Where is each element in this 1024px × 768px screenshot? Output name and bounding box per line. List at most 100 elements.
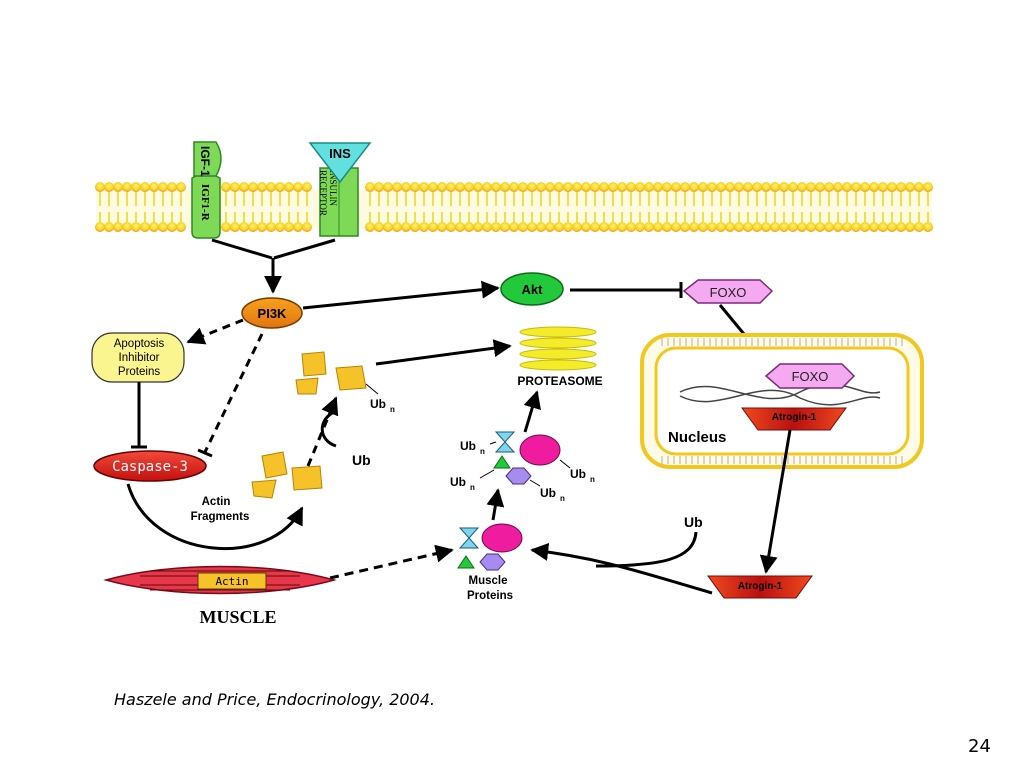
muscle-proteins-up-arrow	[486, 488, 505, 521]
lipid-head	[518, 222, 528, 232]
lipid-head	[500, 222, 510, 232]
lipid-head	[617, 182, 627, 192]
lipid-head	[275, 222, 285, 232]
lipid-head	[869, 222, 879, 232]
lipid-head	[644, 222, 654, 232]
lipid-head	[572, 222, 582, 232]
lipid-head	[896, 222, 906, 232]
lipid-head	[896, 182, 906, 192]
lipid-head	[716, 222, 726, 232]
lipid-head	[428, 182, 438, 192]
lipid-head	[410, 222, 420, 232]
lipid-head	[275, 182, 285, 192]
lipid-head	[608, 182, 618, 192]
ins-ligand: INS	[308, 142, 372, 184]
lipid-head	[761, 222, 771, 232]
lipid-head	[455, 222, 465, 232]
lipid-head	[437, 182, 447, 192]
ub-right-label: Ub	[684, 514, 703, 530]
proteasome: PROTEASOME	[517, 326, 603, 388]
foxo-cytoplasm-node: FOXO	[682, 279, 774, 304]
lipid-head	[293, 222, 303, 232]
ubn-a-label: Ub	[370, 397, 386, 411]
lipid-head	[725, 222, 735, 232]
lipid-head	[743, 222, 753, 232]
lipid-head	[680, 222, 690, 232]
lipid-head	[554, 182, 564, 192]
igf1-receptor: IGF1-R	[191, 173, 221, 239]
lipid-head	[806, 222, 816, 232]
ubn-c-sub: n	[590, 475, 595, 484]
lipid-head	[95, 222, 105, 232]
lipid-head	[707, 222, 717, 232]
ubn-d-sub: n	[470, 483, 475, 492]
lipid-head	[743, 182, 753, 192]
lipid-head	[392, 182, 402, 192]
lipid-head	[842, 182, 852, 192]
lipid-head	[653, 222, 663, 232]
lipid-head	[869, 182, 879, 192]
lipid-head	[635, 222, 645, 232]
lipid-head	[131, 222, 141, 232]
lipid-head	[878, 182, 888, 192]
lipid-head	[491, 182, 501, 192]
lipid-head	[383, 222, 393, 232]
ub-curve-right	[595, 531, 698, 568]
receptor-arrows	[211, 238, 336, 294]
lipid-head	[230, 222, 240, 232]
lipid-head	[671, 182, 681, 192]
lipid-head	[257, 182, 267, 192]
lipid-head	[473, 222, 483, 232]
lipid-head	[797, 182, 807, 192]
pi3k-to-akt-arrow	[302, 280, 500, 310]
actin-fragments-upper	[295, 351, 367, 395]
lipid-head	[410, 182, 420, 192]
lipid-head	[266, 222, 276, 232]
lipid-head	[239, 222, 249, 232]
lipid-head	[770, 182, 780, 192]
lipid-head	[644, 182, 654, 192]
lipid-head	[509, 222, 519, 232]
atrogin-export-arrow	[759, 429, 792, 574]
apoptosis-label-1: Apoptosis	[114, 338, 165, 350]
lipid-head	[770, 222, 780, 232]
lipid-head	[725, 182, 735, 192]
insulin-receptor-label-2: RECEPTOR	[318, 170, 328, 216]
akt-inhibits-foxo	[570, 282, 683, 298]
lipid-head	[923, 182, 933, 192]
lipid-head	[788, 222, 798, 232]
lipid-head	[239, 182, 249, 192]
lipid-head	[662, 182, 672, 192]
lipid-head	[923, 222, 933, 232]
lipid-head	[554, 222, 564, 232]
lipid-head	[437, 222, 447, 232]
lipid-head	[167, 222, 177, 232]
lipid-head	[914, 182, 924, 192]
lipid-head	[122, 222, 132, 232]
actin-fragments-label-1: Actin	[202, 496, 231, 508]
lipid-head	[446, 182, 456, 192]
lipid-head	[662, 222, 672, 232]
lipid-head	[563, 222, 573, 232]
lipid-head	[140, 182, 150, 192]
lipid-head	[464, 182, 474, 192]
actin-label: Actin	[215, 575, 248, 588]
lipid-head	[851, 222, 861, 232]
muscle-fiber: Actin	[103, 565, 337, 595]
ubn-c-label: Ub	[570, 467, 586, 481]
lipid-head	[158, 222, 168, 232]
ubn-b-sub: n	[480, 447, 485, 456]
lipid-head	[626, 182, 636, 192]
actin-fragments-lower	[251, 451, 323, 499]
muscle-proteins-label-2: Proteins	[467, 590, 513, 602]
lipid-head	[698, 182, 708, 192]
akt-node: Akt	[500, 272, 564, 306]
igf1r-label: IGF1-R	[199, 184, 211, 222]
apoptosis-label-3: Proteins	[118, 366, 160, 378]
lipid-head	[581, 182, 591, 192]
atrogin-cytoplasm-node: Atrogin-1	[707, 575, 813, 599]
lipid-head	[617, 222, 627, 232]
lipid-head	[878, 222, 888, 232]
akt-label: Akt	[522, 282, 544, 297]
